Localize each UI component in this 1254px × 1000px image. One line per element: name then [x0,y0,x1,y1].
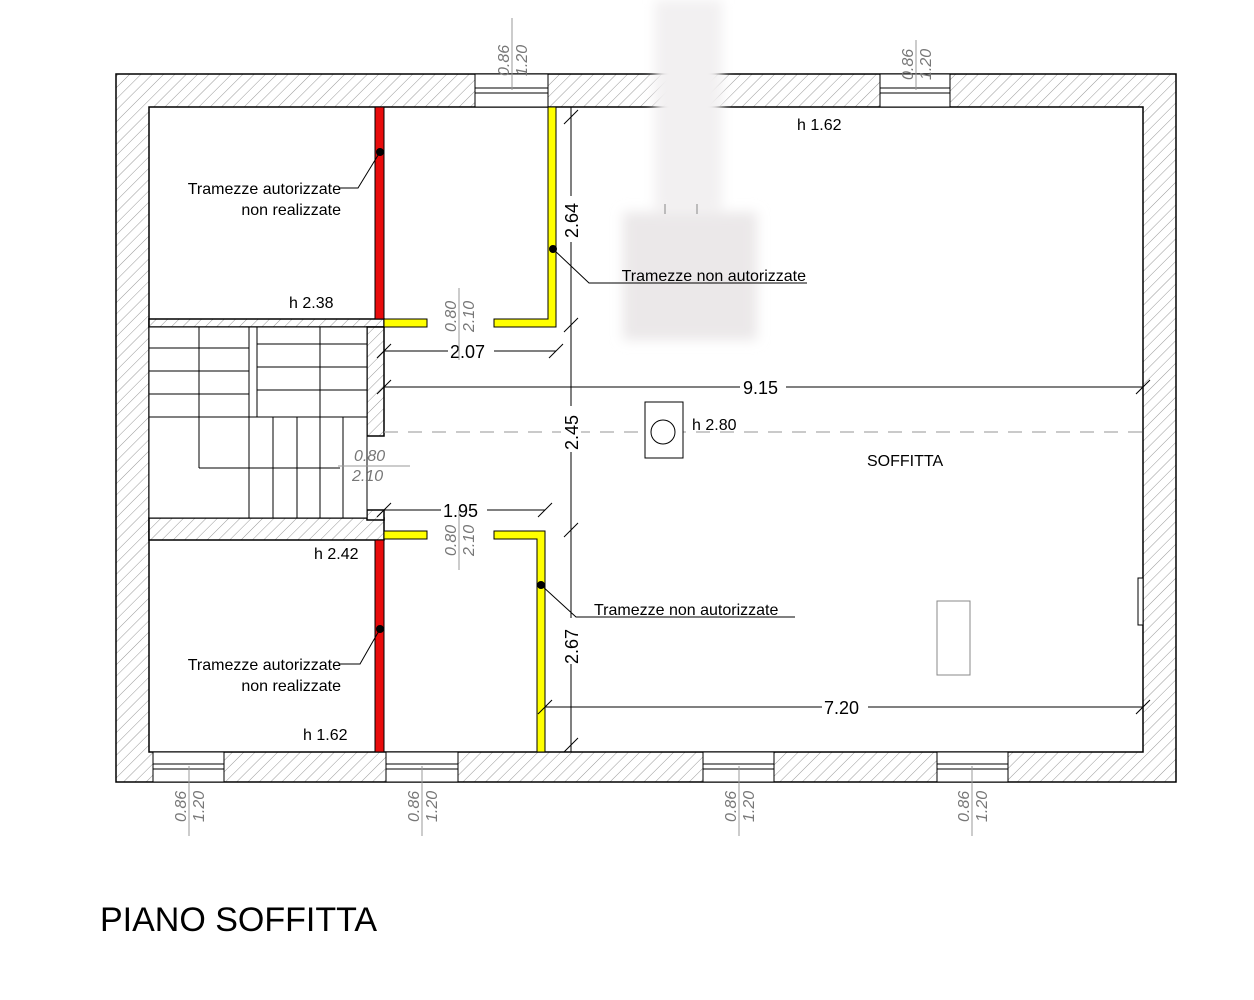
door-label-h: 2.10 [461,525,478,557]
height-top-right: h 1.62 [797,117,842,134]
height-chimney: h 2.80 [692,417,737,434]
window-label-w: 1.20 [424,791,441,822]
note-unauthorized-top: Tramezze non autorizzate [622,268,806,285]
height-bottom-left-top: h 2.42 [314,546,359,563]
window-label-w: 1.20 [918,49,935,80]
interior-walls [148,318,385,541]
window-label-h: 0.86 [956,791,973,822]
note-authorized-bottom-2: non realizzate [241,678,341,695]
height-bottom-left-bottom: h 1.62 [303,727,348,744]
window-label-w: 1.20 [514,45,531,76]
authorized-partitions [374,106,385,753]
door-label-w: 0.80 [443,525,460,556]
page-title: PIANO SOFFITTA [100,901,377,939]
red-wall-top [374,106,385,320]
window-labels [188,18,973,836]
dim-h-lower-corridor: 1.95 [443,501,478,521]
window-right [1137,577,1144,626]
staircase [148,326,368,519]
window-label-w: 1.20 [741,791,758,822]
window-label-w: 1.20 [974,791,991,822]
window-label-w: 1.20 [191,791,208,822]
room-label: SOFFITTA [867,453,943,470]
callout-leaders [340,148,807,665]
dim-v-bottom: 2.67 [562,629,582,664]
dim-v-mid: 2.45 [562,415,582,450]
note-unauthorized-bottom: Tramezze non autorizzate [594,602,778,619]
note-authorized-top-1: Tramezze autorizzate [188,181,341,198]
dim-h-bottom: 7.20 [824,698,859,718]
window-label-h: 0.86 [723,791,740,822]
chimney [644,401,684,459]
window-label-h: 0.86 [173,791,190,822]
dim-h-total: 9.15 [743,378,778,398]
dim-v-top: 2.64 [562,203,582,238]
dim-h-upper-corridor: 2.07 [450,342,485,362]
note-authorized-top-2: non realizzate [241,202,341,219]
door-labels: 0.80 2.10 0.80 2.10 0.80 2.10 [338,288,478,570]
note-authorized-bottom-1: Tramezze autorizzate [188,657,341,674]
door-label-h: 2.10 [461,301,478,333]
height-top-left-room: h 2.38 [289,295,334,312]
skylight [936,600,971,676]
unauthorized-partitions [383,106,557,753]
door-label-h: 2.10 [351,468,383,485]
window-label-h: 0.86 [406,791,423,822]
redacted-region [623,0,757,340]
window-label-h: 0.86 [496,45,513,76]
door-label-w: 0.80 [443,301,460,332]
window-label-h: 0.86 [900,49,917,80]
red-wall-bottom [374,539,385,753]
door-label-w: 0.80 [354,448,385,465]
window-top-2 [879,73,951,108]
